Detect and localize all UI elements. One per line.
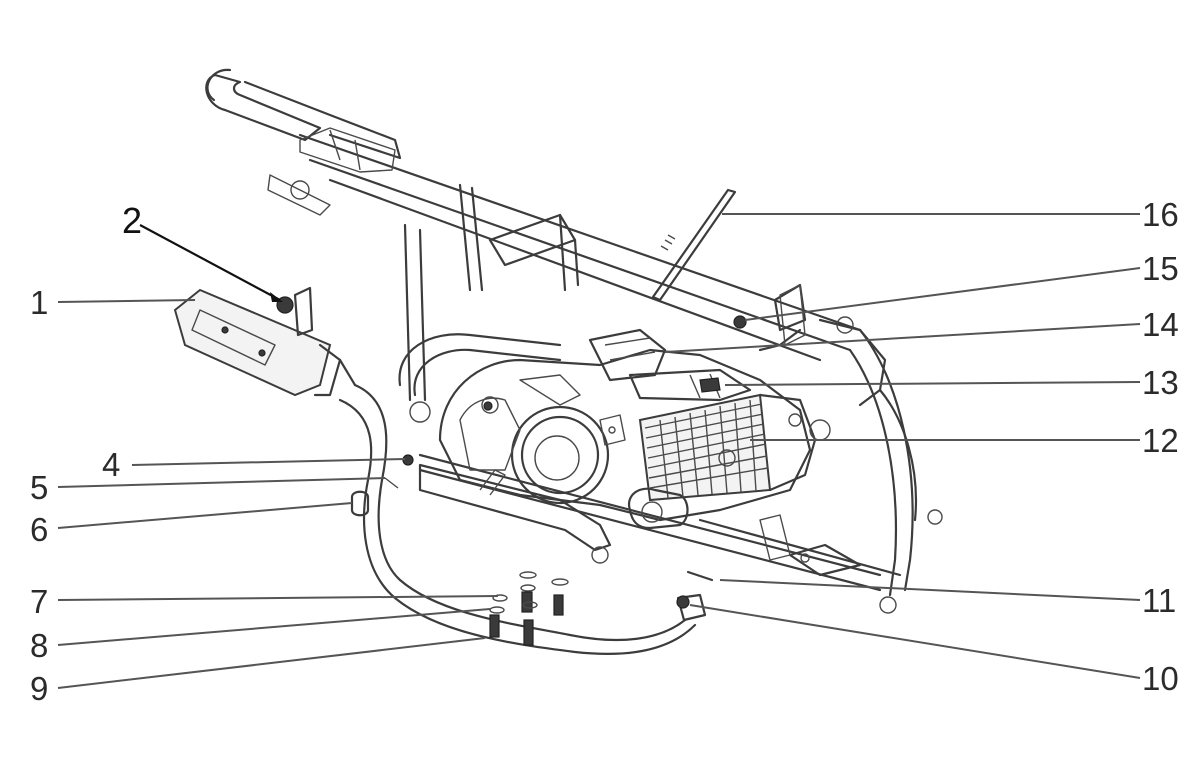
callout-5: 5	[30, 469, 48, 506]
callout-11: 11	[1142, 582, 1176, 619]
leader-15	[744, 267, 1141, 321]
callout-15: 15	[1142, 250, 1179, 287]
long-bolt-part-16	[651, 188, 737, 302]
callout-4: 4	[102, 446, 120, 483]
bolt-stack-parts-7-8-9	[489, 571, 569, 646]
frame-drawing	[205, 68, 943, 614]
leader-2-arrowhead	[270, 292, 283, 302]
leader-9	[57, 637, 486, 689]
leader-7	[57, 595, 499, 601]
nut-part-15	[733, 315, 747, 329]
callout-labels: 1 2 4 5 6 7 8 9 10 11 12 13 14 15 16	[30, 196, 1179, 707]
callout-9: 9	[30, 670, 48, 707]
leader-1	[57, 299, 196, 303]
leader-8	[57, 608, 491, 646]
callout-13: 13	[1142, 364, 1179, 401]
callout-12: 12	[1142, 422, 1179, 459]
leader-11	[719, 579, 1141, 601]
hardware-drawing	[276, 188, 747, 646]
callout-1: 1	[30, 284, 48, 321]
callout-16: 16	[1142, 196, 1179, 233]
nut-part-10	[676, 595, 690, 609]
callout-10: 10	[1142, 660, 1179, 697]
leader-2	[139, 224, 281, 301]
leader-4	[131, 458, 406, 466]
gasket-part-11	[686, 570, 714, 582]
callout-14: 14	[1142, 306, 1179, 343]
spring-part-5	[384, 477, 399, 489]
leader-14	[664, 323, 1141, 353]
callout-7: 7	[30, 583, 48, 620]
leader-13	[724, 381, 1141, 386]
leader-6	[57, 502, 353, 529]
callout-2: 2	[122, 200, 142, 241]
grommet-part-6	[350, 490, 370, 517]
leader-5	[57, 477, 386, 488]
callout-8: 8	[30, 627, 48, 664]
leader-lines	[57, 213, 1141, 689]
callout-6: 6	[30, 511, 48, 548]
leader-10	[689, 604, 1141, 679]
engine-drawing	[418, 328, 831, 564]
